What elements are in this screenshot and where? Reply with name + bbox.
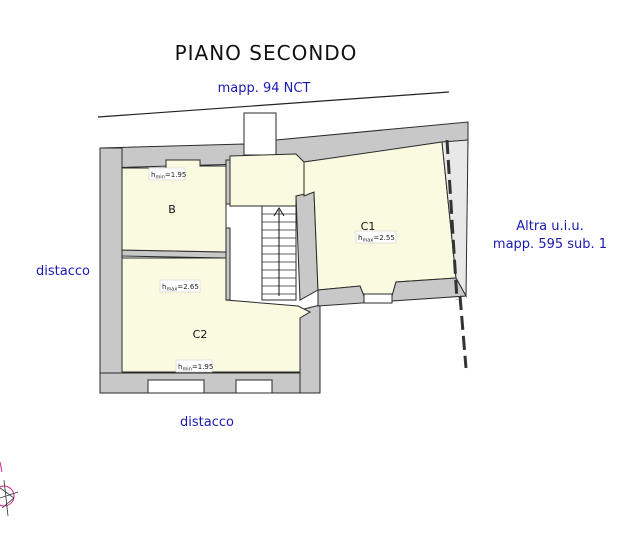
room-label-c2: C2 xyxy=(193,328,208,341)
wall-south xyxy=(99,372,321,394)
wall-west xyxy=(99,147,123,393)
window-south-left xyxy=(147,379,205,394)
north-boundary-line xyxy=(97,91,450,118)
wall-north-gap xyxy=(243,112,277,156)
svg-text:hmax=2.55: hmax=2.55 xyxy=(358,234,395,244)
height-note-b: hmin=1.95 xyxy=(148,167,186,181)
height-note-c2-bottom: hmin=1.95 xyxy=(175,359,213,373)
east-neighbor-label-line1: Altra u.i.u. xyxy=(516,219,584,234)
svg-text:hmin=1.95: hmin=1.95 xyxy=(178,363,213,373)
room-label-b: B xyxy=(168,203,176,216)
north-neighbor-label: mapp. 94 NCT xyxy=(218,81,311,96)
height-note-c2-top: hmax=2.65 xyxy=(159,279,201,293)
window-south-right xyxy=(235,379,273,394)
north-arrow-icon xyxy=(0,461,19,517)
wall-east-c2 xyxy=(299,304,321,394)
room-b xyxy=(121,159,227,253)
window-c1 xyxy=(363,293,393,304)
room-c1 xyxy=(303,141,457,297)
south-label: distacco xyxy=(180,415,234,430)
height-note-c1: hmax=2.55 xyxy=(355,230,397,244)
wall-partition-top xyxy=(225,159,231,205)
svg-text:hmax=2.65: hmax=2.65 xyxy=(162,283,199,293)
stair-arrow-icon xyxy=(273,207,285,217)
svg-text:hmin=1.95: hmin=1.95 xyxy=(151,171,186,181)
staircase xyxy=(261,205,297,301)
plan-title: PIANO SECONDO xyxy=(175,41,358,65)
west-label: distacco xyxy=(36,264,90,279)
east-neighbor-label-line2: mapp. 595 sub. 1 xyxy=(493,237,607,252)
wall-partition-mid xyxy=(225,227,231,301)
room-label-c1: C1 xyxy=(361,220,376,233)
neighbor-boundary xyxy=(445,139,468,369)
